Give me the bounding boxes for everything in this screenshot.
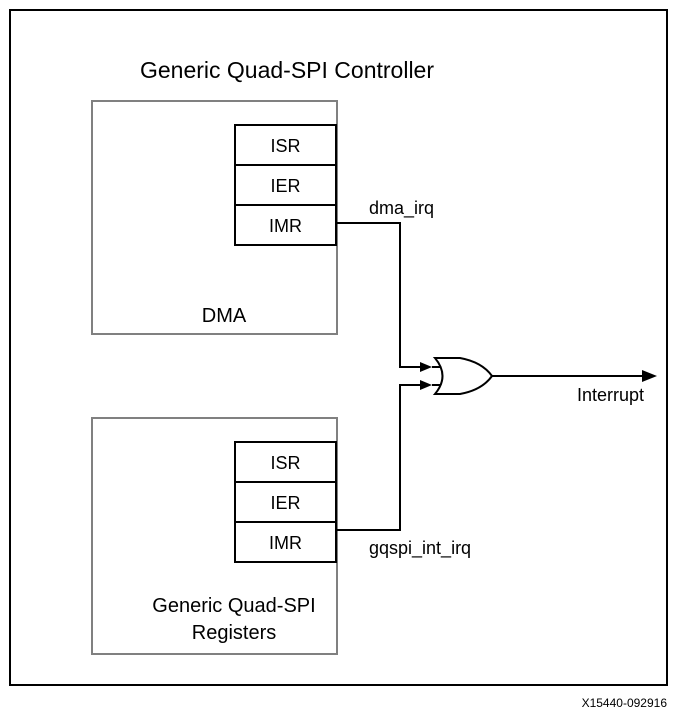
dma-irq-arrowhead — [420, 362, 432, 372]
gqspi-register-isr: ISR — [270, 453, 300, 473]
gqspi-register-ier-box — [234, 481, 337, 523]
dma-irq-signal-label: dma_irq — [369, 198, 434, 219]
controller-title: Generic Quad-SPI Controller — [140, 57, 434, 83]
figure-id: X15440-092916 — [582, 696, 668, 710]
gqspi-register-ier: IER — [270, 493, 300, 513]
dma-label: DMA — [202, 305, 247, 327]
gqspi-register-stack: ISR IER IMR — [234, 441, 337, 563]
dma-register-isr: ISR — [270, 136, 300, 156]
gqspi-int-irq-signal-label: gqspi_int_irq — [369, 538, 471, 559]
dma-irq-wire — [336, 222, 420, 368]
interrupt-output-arrowhead — [642, 370, 657, 382]
interrupt-label: Interrupt — [577, 385, 644, 405]
dma-register-stack: ISR IER IMR — [234, 124, 337, 246]
gqspi-label-line2: Registers — [192, 622, 276, 644]
or-gate-icon — [432, 357, 494, 395]
dma-register-ier: IER — [270, 176, 300, 196]
gqspi-register-imr-box — [234, 521, 337, 563]
dma-register-imr-box — [234, 204, 337, 246]
dma-register-imr: IMR — [269, 216, 302, 236]
gqspi-int-irq-wire — [336, 384, 420, 531]
dma-register-ier-box — [234, 164, 337, 206]
gqspi-int-irq-arrowhead — [420, 380, 432, 390]
gqspi-register-imr: IMR — [269, 533, 302, 553]
gqspi-label-line1: Generic Quad-SPI — [152, 595, 315, 617]
